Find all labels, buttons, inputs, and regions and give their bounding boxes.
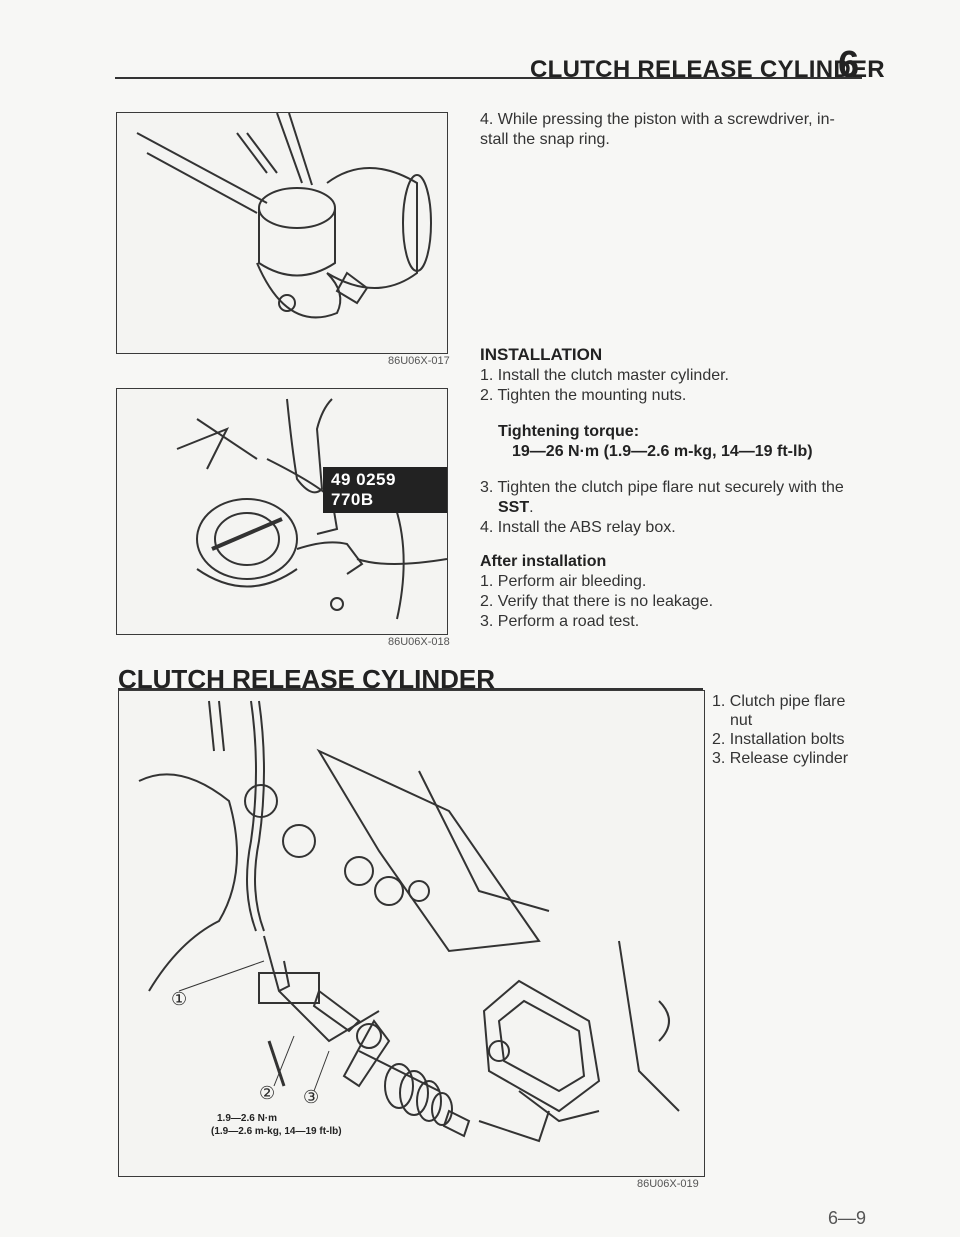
figure3-torque-line1: 1.9—2.6 N·m	[217, 1113, 278, 1124]
step4-snap-ring: 4. While pressing the piston with a scre…	[480, 111, 835, 148]
callout-1: ①	[171, 989, 188, 1009]
legend-item-1a: 1. Clutch pipe flare	[712, 693, 846, 710]
install-step-4: 4. Install the ABS relay box.	[480, 519, 676, 536]
install-step-3: 3. Tighten the clutch pipe flare nut sec…	[480, 479, 844, 496]
callout-3: ③	[303, 1087, 320, 1107]
figure-snap-ring-install	[116, 112, 448, 354]
sst-period: .	[529, 499, 534, 516]
figure-release-cylinder: ① ② ③ 1.9—2.6 N·m (1.9—2.6 m-kg, 14—19 f…	[118, 690, 705, 1177]
legend-item-3: 3. Release cylinder	[712, 750, 849, 767]
snap-ring-illustration	[136, 113, 432, 319]
figure3-torque-line2: (1.9—2.6 m-kg, 14—19 ft-lb)	[211, 1126, 342, 1137]
section-rule	[118, 688, 703, 690]
chapter-number: 6	[838, 44, 860, 86]
callout-2: ②	[259, 1083, 276, 1103]
after-install-heading: After installation	[480, 553, 607, 570]
figure-master-cylinder: 49 0259 770B	[116, 388, 448, 635]
install-step-3-sst-line: SST.	[498, 498, 534, 518]
install-step-1: 1. Install the clutch master cylinder.	[480, 367, 729, 384]
legend-item-2: 2. Installation bolts	[712, 731, 845, 748]
header-rule	[115, 77, 862, 79]
page-header-title: CLUTCH RELEASE CYLINDER	[530, 56, 885, 83]
figure1-code: 86U06X-017	[388, 355, 450, 367]
sst-label: SST	[498, 499, 530, 516]
figure3-code: 86U06X-019	[637, 1178, 699, 1190]
after-step-1: 1. Perform air bleeding.	[480, 573, 647, 590]
sst-number-badge: 49 0259 770B	[323, 467, 447, 513]
master-cylinder-illustration	[176, 398, 447, 620]
after-step-2: 2. Verify that there is no leakage.	[480, 593, 714, 610]
release-cylinder-illustration	[138, 700, 680, 1143]
after-step-3: 3. Perform a road test.	[480, 613, 640, 630]
torque-heading: Tightening torque:	[498, 423, 640, 440]
figure2-code: 86U06X-018	[388, 636, 450, 648]
install-step-2: 2. Tighten the mounting nuts.	[480, 387, 687, 404]
legend-item-1b: nut	[730, 712, 753, 729]
torque-value: 19—26 N·m (1.9—2.6 m-kg, 14—19 ft-lb)	[512, 443, 813, 460]
page-number: 6—9	[828, 1208, 867, 1228]
installation-heading: INSTALLATION	[480, 345, 603, 364]
